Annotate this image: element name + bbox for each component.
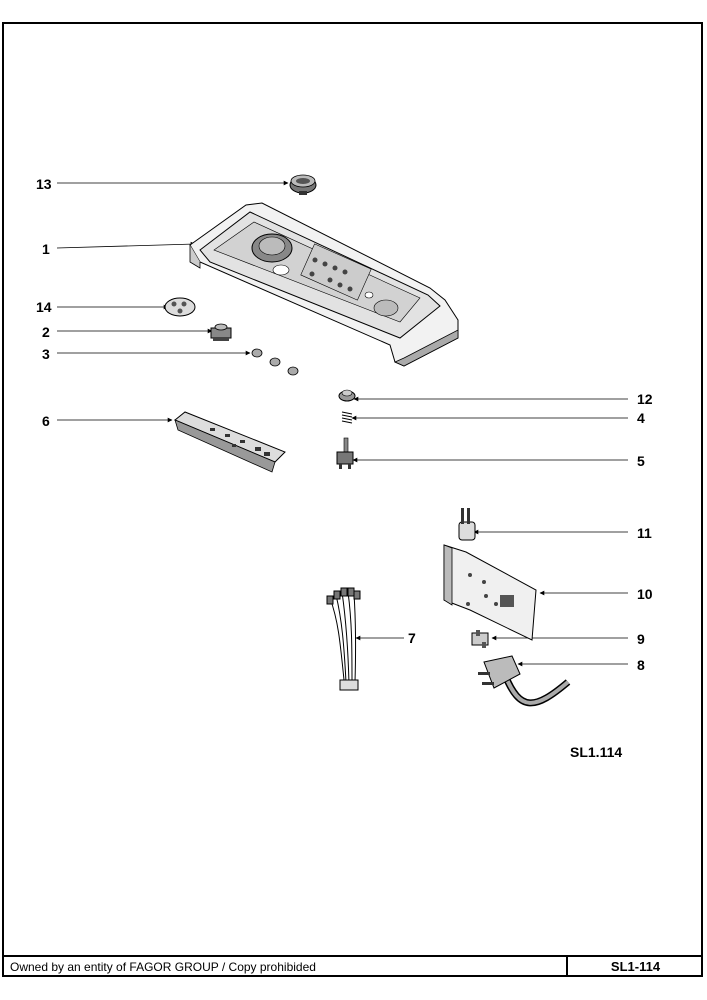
selector-knob-part (338, 389, 356, 402)
callout-label: 2 (42, 324, 50, 340)
power-cord-part (478, 655, 571, 707)
sheet-code: SL1-114 (610, 959, 661, 974)
spring-part (341, 411, 353, 424)
knob-part (289, 174, 317, 195)
capacitor-part (458, 508, 476, 541)
potentiometer-part (336, 437, 354, 469)
switch-part (210, 323, 232, 341)
pcb-board-part (174, 411, 286, 473)
callout-label: 12 (637, 391, 653, 407)
leader-lines (56, 180, 628, 667)
cable-clamp-part (471, 630, 489, 648)
callout-label: 8 (637, 657, 645, 673)
bracket-part (443, 544, 537, 641)
callout-label: 11 (637, 525, 652, 541)
callout-label: 4 (637, 410, 645, 426)
callout-label: 7 (408, 630, 416, 646)
callout-label: 1 (42, 241, 50, 257)
callout-label: 9 (637, 631, 645, 647)
gasket-plate-part (164, 297, 196, 317)
control-panel-part (189, 202, 459, 367)
callout-label: 3 (42, 346, 50, 362)
ownership-notice: Owned by an entity of FAGOR GROUP / Copy… (10, 960, 316, 974)
callout-label: 13 (36, 176, 52, 192)
callout-label: 10 (637, 586, 653, 602)
footer-divider (2, 955, 703, 957)
footer-cell-divider (566, 955, 568, 977)
button-caps-part (251, 348, 299, 376)
wiring-harness-part (326, 587, 361, 691)
drawing-frame (2, 22, 703, 977)
callout-label: 5 (637, 453, 645, 469)
diagram-reference-code: SL1.114 (570, 744, 623, 760)
callout-label: 6 (42, 413, 50, 429)
callout-label: 14 (36, 299, 52, 315)
